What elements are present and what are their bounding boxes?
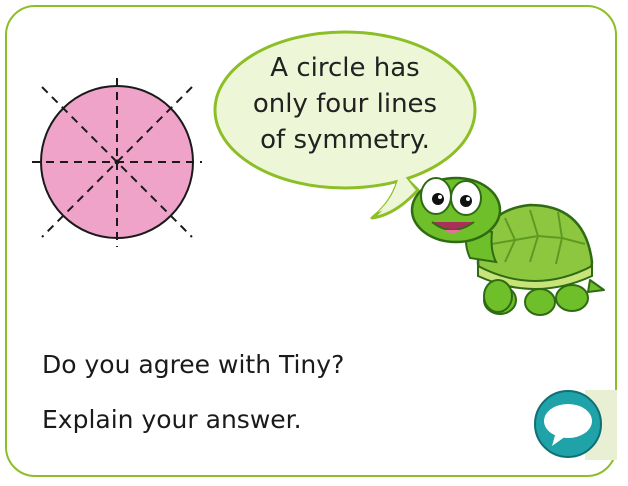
speech-bubble-icon[interactable] [0,0,628,486]
